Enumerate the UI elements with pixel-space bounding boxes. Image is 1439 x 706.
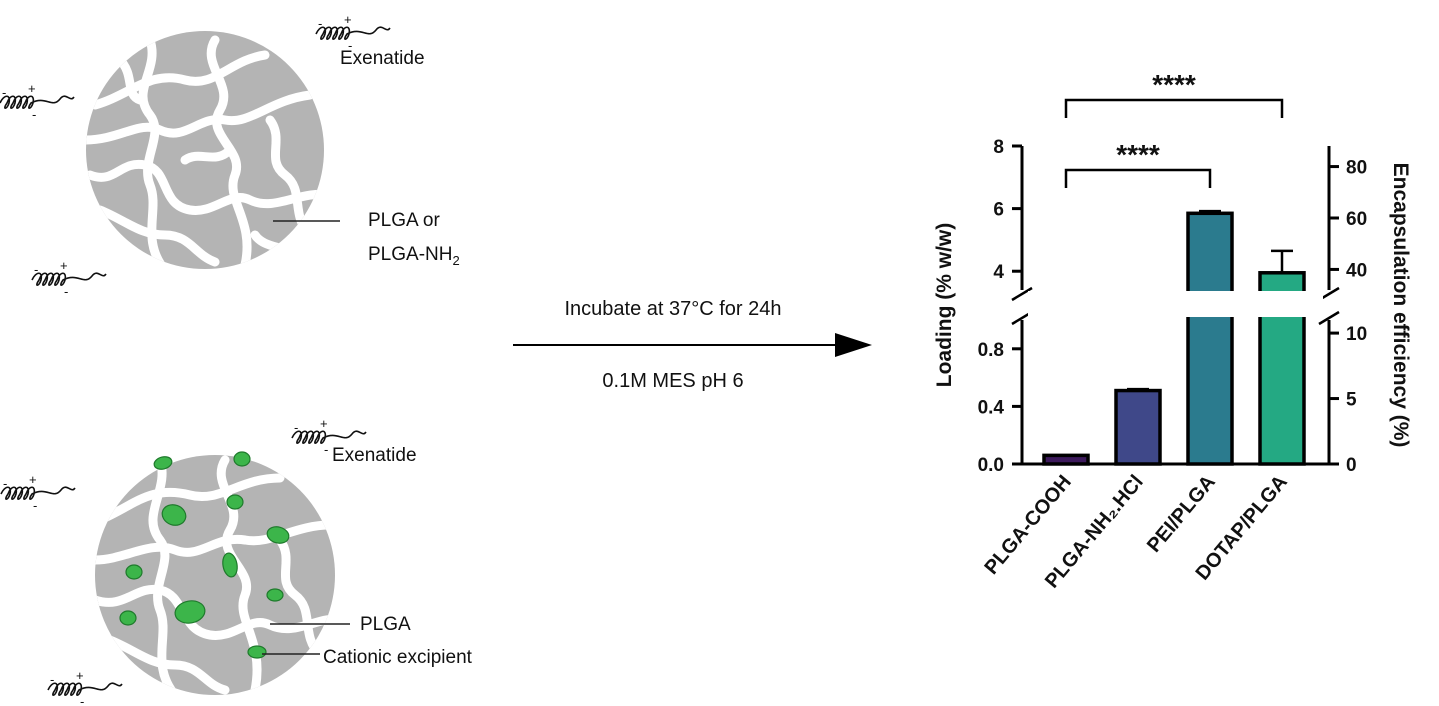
- bar: [1042, 453, 1090, 466]
- y2-tick-label: 40: [1346, 260, 1367, 281]
- exenatide-label-bottom: Exenatide: [332, 445, 417, 466]
- axis-break-gap: [1028, 291, 1323, 317]
- charge-minus: -: [34, 262, 38, 277]
- exenatide-helix: + - -: [291, 416, 367, 457]
- significance-label: ****: [1116, 139, 1160, 170]
- cationic-excipient-particles: [119, 451, 290, 659]
- charge-plus: +: [29, 472, 37, 487]
- charge-minus: -: [348, 38, 352, 53]
- charge-minus: -: [33, 498, 37, 513]
- y-tick-label: 4: [993, 262, 1004, 283]
- significance-brackets: **** ****: [1064, 69, 1284, 188]
- polymer-label-bottom: PLGA: [360, 614, 411, 635]
- exenatide-helix: + - -: [315, 12, 391, 53]
- significance-label: ****: [1152, 69, 1196, 100]
- bar: [1114, 388, 1162, 466]
- significance-bracket: [1064, 98, 1284, 118]
- charge-minus: -: [80, 694, 84, 706]
- exenatide-helix: + - -: [31, 258, 107, 299]
- schematic: Exenatide PLGA or PLGA-NH2: [0, 12, 473, 706]
- y2-axis-ticks: 0 5 10 40 60 80: [1329, 158, 1367, 476]
- charge-minus: -: [3, 476, 7, 491]
- y2-axis-label: Encapsulation efficiency (%): [1389, 163, 1412, 448]
- exenatide-helix: + - -: [0, 81, 75, 122]
- y-tick-label: 0.4: [978, 397, 1005, 418]
- process-step: Incubate at 37°C for 24h 0.1M MES pH 6: [513, 298, 872, 392]
- polymer-label-top-line1: PLGA or: [368, 210, 440, 231]
- y-tick-label: 0.8: [978, 340, 1004, 361]
- x-tick-label: PEI/PLGA: [1143, 471, 1220, 557]
- condition-top-label: Incubate at 37°C for 24h: [564, 298, 781, 320]
- charge-minus: -: [50, 672, 54, 687]
- y-axis-label: Loading (% w/w): [933, 223, 956, 387]
- condition-bottom-label: 0.1M MES pH 6: [602, 370, 743, 392]
- significance-bracket: [1064, 168, 1212, 188]
- exenatide-peptides: + - - + - - + - - + - - + - - + - -: [0, 12, 391, 706]
- charge-plus: +: [320, 416, 328, 431]
- charge-plus: +: [60, 258, 68, 273]
- charge-minus: -: [64, 284, 68, 299]
- exenatide-helix: + - -: [47, 668, 123, 706]
- y-tick-label: 8: [993, 137, 1004, 158]
- charge-minus: -: [318, 16, 322, 31]
- charge-minus: -: [294, 420, 298, 435]
- loading-chart: 0.0 0.4 0.8 4 6 8 0 5 10 40 60 80 PLGA-COOHPLGA-NH…: [933, 69, 1412, 592]
- polymer-label-top-line2: PLGA-NH2: [368, 244, 460, 268]
- y2-axis-break-mark-2: [1318, 310, 1340, 326]
- bars: [1042, 211, 1306, 466]
- y-axis-ticks: 0.0 0.4 0.8 4 6 8: [978, 137, 1022, 476]
- charge-plus: +: [28, 81, 36, 96]
- exenatide-helix: + - -: [0, 472, 76, 513]
- y-tick-label: 6: [993, 200, 1004, 221]
- charge-plus: +: [344, 12, 352, 27]
- charge-plus: +: [76, 668, 84, 683]
- charge-minus: -: [324, 442, 328, 457]
- plga-particle-top: [86, 31, 340, 269]
- y2-tick-label: 80: [1346, 158, 1367, 179]
- plga-particle-bottom: [95, 451, 350, 695]
- y-axis-break-mark-1: [1011, 286, 1033, 302]
- y-tick-label: 0.0: [978, 455, 1004, 476]
- y2-tick-label: 60: [1346, 209, 1367, 230]
- error-bars: [1127, 209, 1293, 391]
- bar: [1186, 211, 1234, 466]
- y2-tick-label: 0: [1346, 455, 1357, 476]
- charge-minus: -: [2, 85, 6, 100]
- process-arrow-head: [835, 333, 872, 357]
- charge-minus: -: [32, 107, 36, 122]
- excipient-label: Cationic excipient: [323, 647, 473, 668]
- y2-tick-label: 5: [1346, 390, 1357, 411]
- exenatide-label-top: Exenatide: [340, 48, 425, 69]
- y2-tick-label: 10: [1346, 324, 1367, 345]
